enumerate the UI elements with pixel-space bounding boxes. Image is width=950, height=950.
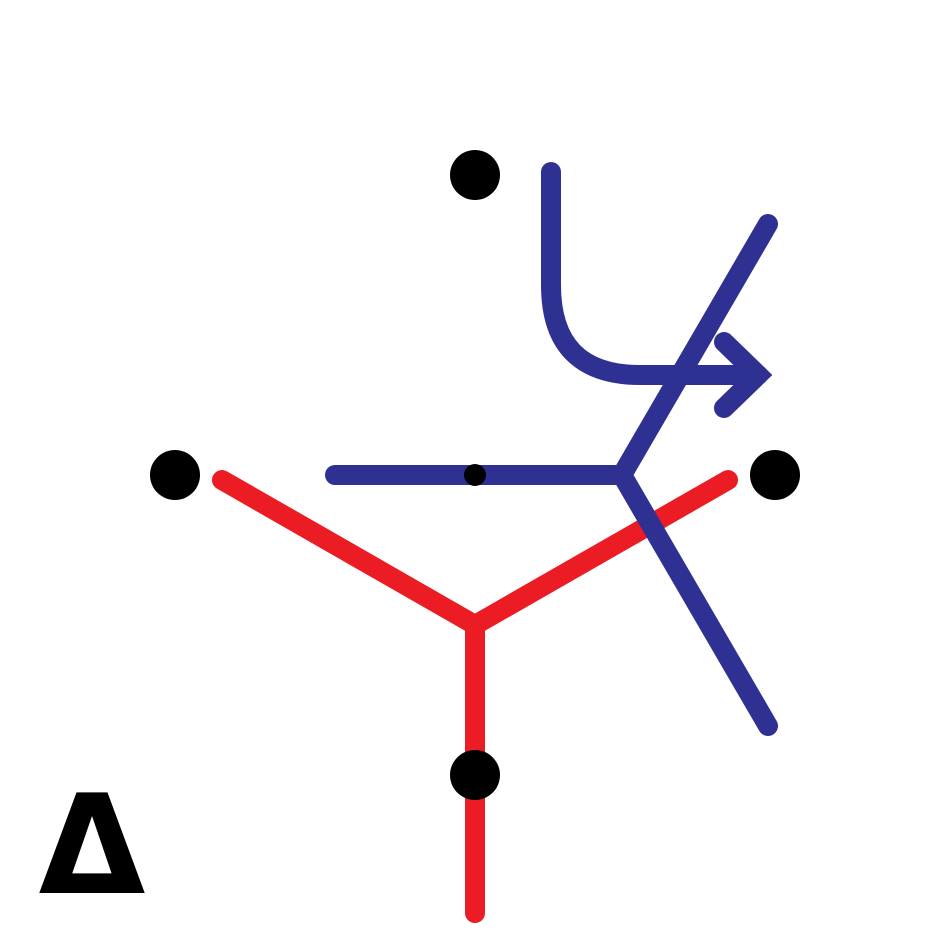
red-edge-left [212,470,485,635]
delta-label: Δ [39,765,146,926]
point-bottom [450,750,500,800]
blue-edge-up-right [612,214,778,485]
arrow-shaft [541,162,768,385]
point-top [450,150,500,200]
blue-edge-down-right [612,465,778,736]
red-edge-right [465,470,738,635]
arrow-head [714,332,773,418]
blue-curved-arrow [541,162,773,418]
marked-points [150,150,800,800]
point-center [464,464,486,486]
point-right [750,450,800,500]
point-left [150,450,200,500]
